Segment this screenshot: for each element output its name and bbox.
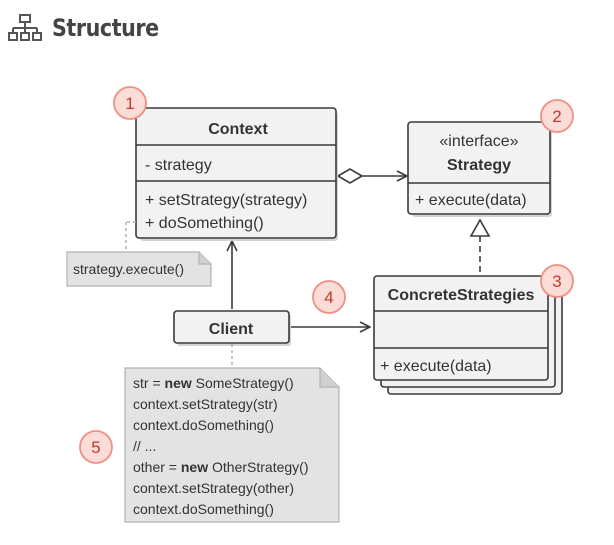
note-client-line: str = new SomeStrategy() [133,375,294,391]
realization-connector [469,218,491,275]
note-client-line: // ... [133,438,156,454]
svg-text:1: 1 [125,94,134,113]
note-client-code: str = new SomeStrategy() context.setStrat… [124,344,340,523]
badge-2: 2 [540,99,574,133]
hierarchy-icon [8,14,42,41]
badge-5: 5 [79,430,113,464]
note-context-text: strategy.execute() [73,261,184,277]
note-client-line: context.doSomething() [133,501,274,517]
client-class-name: Client [209,321,254,338]
svg-text:2: 2 [552,107,561,126]
client-note-lines: str = new SomeStrategy() context.setStrat… [133,375,308,517]
badge-3: 3 [540,264,574,298]
note-client-line: context.setStrategy(str) [133,396,278,412]
badge-1: 1 [113,86,147,120]
strategy-class-name: Strategy [447,157,511,174]
concrete-strategies-class: ConcreteStrategies + execute(data) [373,275,563,395]
client-class: Client [173,310,291,346]
context-method-setstrategy: + setStrategy(strategy) [145,192,307,209]
concrete-class-name: ConcreteStrategies [388,287,535,304]
badge-4: 4 [312,280,346,314]
note-client-line: context.setStrategy(other) [133,480,294,496]
strategy-method-execute: + execute(data) [415,192,527,209]
context-method-dosomething: + doSomething() [145,215,264,232]
aggregation-connector [336,168,407,184]
context-field-strategy: - strategy [145,157,212,174]
svg-text:3: 3 [552,272,561,291]
page-title: Structure [52,14,159,42]
note-client-line: other = new OtherStrategy() [133,459,308,475]
strategy-stereotype: «interface» [439,133,518,150]
svg-text:4: 4 [324,288,333,307]
svg-text:5: 5 [91,438,100,457]
note-strategy-execute: strategy.execute() [66,221,212,287]
concrete-method-execute: + execute(data) [380,358,492,375]
note-client-line: context.doSomething() [133,417,274,433]
page-header: Structure [8,12,176,44]
strategy-interface: «interface» Strategy + execute(data) [407,121,552,217]
context-class: Context - strategy + setStrategy(strateg… [135,107,338,241]
context-class-name: Context [208,121,268,138]
